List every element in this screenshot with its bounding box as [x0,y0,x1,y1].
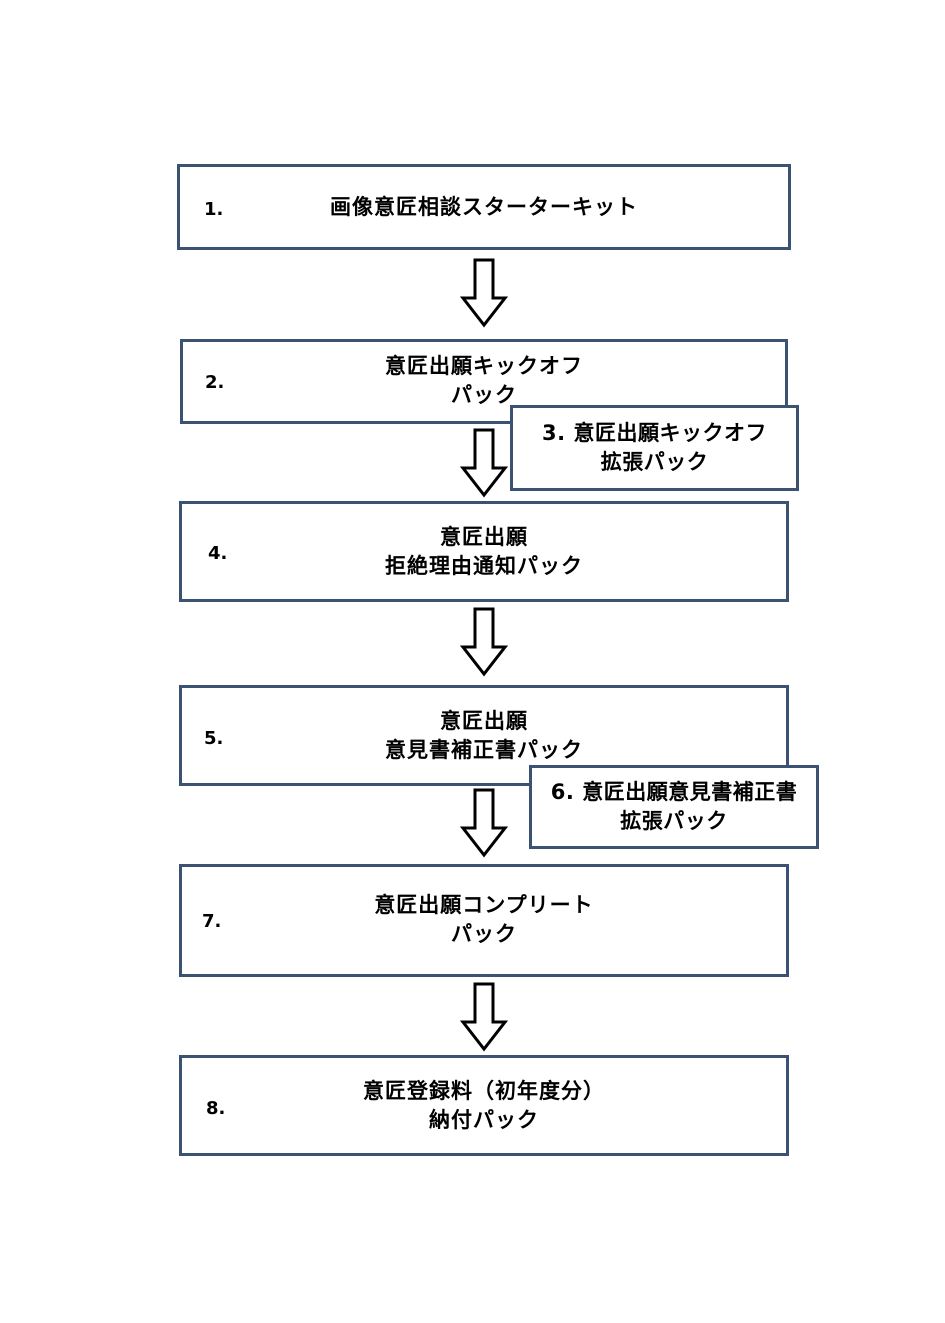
down-arrow-3 [460,607,508,677]
down-arrow-2 [460,428,508,498]
step-number: 2. [205,372,225,393]
step-title-line2: 納付パック [429,1108,539,1132]
step-number: 1. [204,199,224,220]
step-title-line1: 意匠出願キックオフ [385,354,583,378]
step-number: 8. [206,1098,226,1119]
extension-title-line2: 拡張パック [620,809,728,833]
step-title-line2: 意見書補正書パック [385,738,583,762]
step-title-line2: パック [451,383,517,407]
step-number: 5. [204,728,224,749]
step-number: 7. [202,911,222,932]
extension-title-line1: 3. 意匠出願キックオフ [542,421,767,445]
step-title-line2: 拒絶理由通知パック [385,554,583,578]
step-title-line1: 意匠出願コンプリート [374,893,594,917]
down-arrow-4 [460,788,508,858]
step-title-line1: 意匠出願 [440,525,528,549]
step-1-box: 1. 画像意匠相談スターターキット [177,164,791,250]
step-title-line2: パック [451,922,517,946]
step-title: 画像意匠相談スターターキット [330,195,638,219]
extension-3-box: 3. 意匠出願キックオフ 拡張パック [510,405,799,491]
down-arrow-1 [460,258,508,328]
extension-title-line2: 拡張パック [600,450,709,474]
step-7-box: 7. 意匠出願コンプリート パック [179,864,789,977]
step-8-box: 8. 意匠登録料（初年度分） 納付パック [179,1055,789,1156]
step-title-line1: 意匠出願 [440,709,528,733]
step-number: 4. [208,543,228,564]
down-arrow-5 [460,982,508,1052]
extension-title-line1: 6. 意匠出願意見書補正書 [550,780,798,804]
step-title-line1: 意匠登録料（初年度分） [363,1079,605,1103]
extension-6-box: 6. 意匠出願意見書補正書 拡張パック [529,765,819,849]
step-4-box: 4. 意匠出願 拒絶理由通知パック [179,501,789,602]
